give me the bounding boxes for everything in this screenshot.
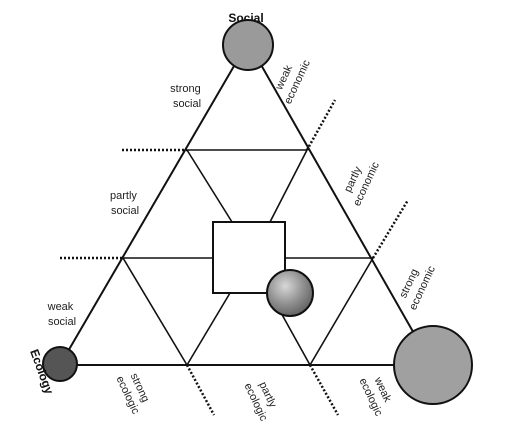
grid-line [269,149,308,223]
dotted-extension [308,364,340,416]
dotted-extension [305,99,337,151]
weak-economic-label: weak economic [269,52,313,106]
grid-line [186,149,233,223]
grid-line [122,257,188,366]
dotted-extension [371,199,410,259]
strong-ecologic-label: strong ecologic [114,368,155,416]
center-sphere [266,269,314,317]
strong-social-label: strong social [170,83,204,110]
strong-economic-label: strong economic [394,258,438,312]
partly-social-label: partly social [110,190,140,217]
grid-line [309,257,374,366]
partly-economic-label: partly economic [338,154,382,208]
grid-line [186,292,231,366]
partly-ecologic-label: partly ecologic [242,375,283,423]
economy-node [393,325,473,405]
weak-ecologic-label: weak ecologic [357,370,398,418]
social-node [222,19,274,71]
ecology-node [42,346,78,382]
weak-social-label: weak social [47,301,77,328]
outer-triangle [58,39,434,366]
dotted-extension [185,364,216,416]
